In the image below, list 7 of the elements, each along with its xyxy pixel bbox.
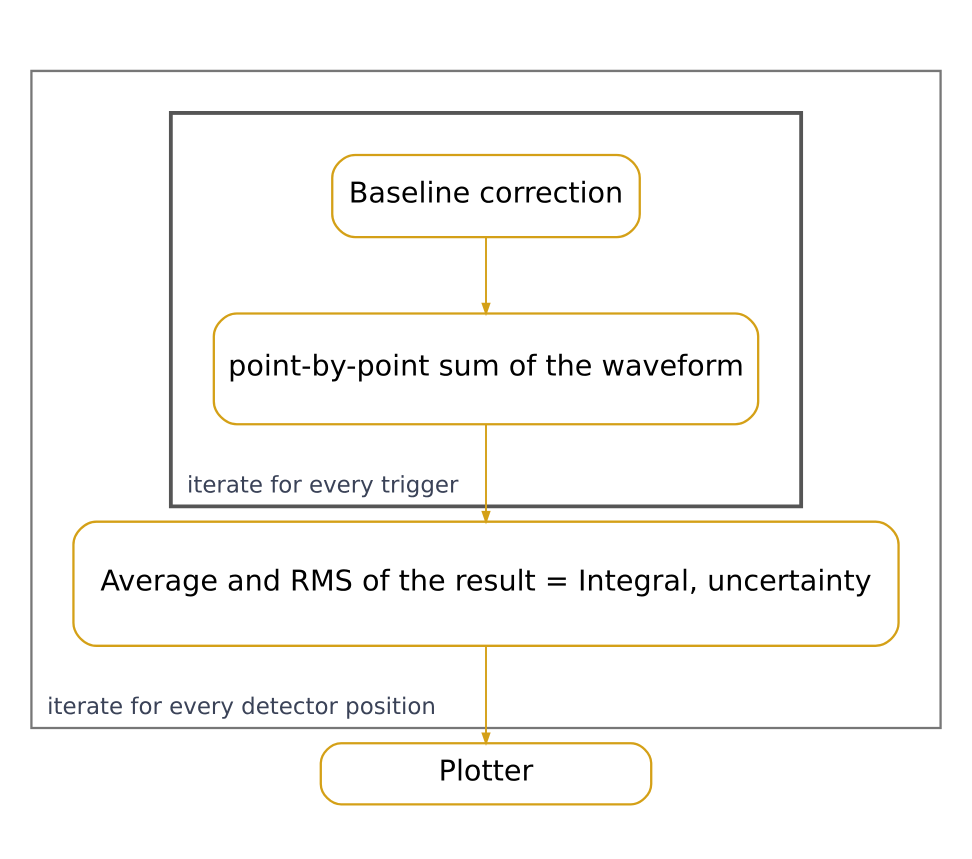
node-box: Baseline correction <box>331 153 641 238</box>
arrow <box>481 646 491 746</box>
node-box: Average and RMS of the result = Integral, uncertainty <box>72 520 900 646</box>
arrow <box>481 424 491 524</box>
arrow <box>481 236 491 316</box>
node-box: point-by-point sum of the waveform <box>212 312 760 425</box>
node-box: Plotter <box>320 742 652 805</box>
